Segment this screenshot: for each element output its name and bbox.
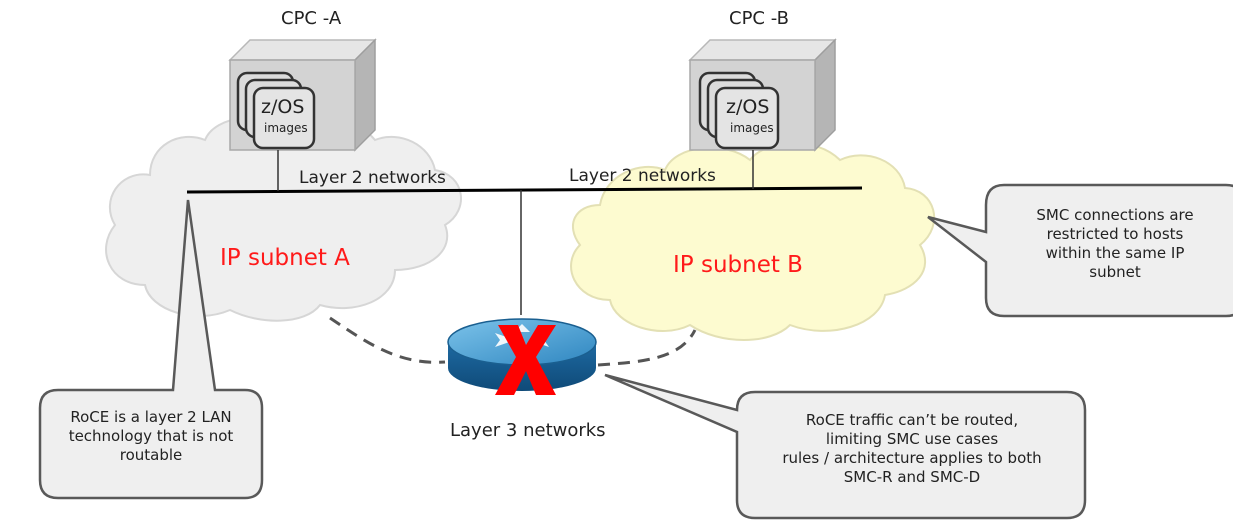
layer2-label-right: Layer 2 networks	[569, 166, 716, 186]
cpc-a-os-sub: images	[264, 121, 308, 135]
cpc-a-os-label: z/OS	[261, 96, 305, 118]
subnet-b-label: IP subnet B	[673, 252, 803, 278]
callout-line: subnet	[1089, 263, 1141, 281]
dashed-link-a	[329, 316, 446, 364]
callout-line: rules / architecture applies to both	[782, 449, 1042, 467]
callout-roce-l2-text: RoCE is a layer 2 LAN technology that is…	[42, 408, 260, 465]
layer2-network-line	[186, 150, 863, 315]
subnet-a-label: IP subnet A	[220, 245, 350, 271]
callout-line: RoCE is a layer 2 LAN	[70, 408, 232, 426]
cpc-a-title: CPC -A	[281, 8, 342, 29]
callout-line: SMC-R and SMC-D	[843, 468, 981, 486]
callout-line: limiting SMC use cases	[825, 430, 999, 448]
callout-roce-l2	[38, 199, 264, 500]
cpc-b-box	[688, 38, 837, 152]
callout-smc-subnet-text: SMC connections are restricted to hosts …	[990, 206, 1233, 282]
callout-line: routable	[119, 446, 183, 464]
cpc-b-os-sub: images	[730, 121, 774, 135]
callout-roce-routing-text: RoCE traffic can’t be routed, limiting S…	[742, 411, 1082, 487]
callout-smc-subnet	[927, 183, 1233, 318]
dashed-link-b	[597, 329, 697, 367]
callout-roce-routing	[604, 373, 1087, 520]
layer3-label: Layer 3 networks	[450, 420, 606, 441]
layer2-label-left: Layer 2 networks	[299, 168, 446, 188]
callout-line: restricted to hosts	[1046, 225, 1184, 243]
cpc-a-box	[228, 38, 377, 152]
cloud-subnet-b	[570, 142, 936, 341]
callout-line: within the same IP	[1045, 244, 1185, 262]
cpc-b-os-label: z/OS	[726, 96, 770, 118]
x-mark-icon	[495, 325, 556, 395]
callout-line: RoCE traffic can’t be routed,	[805, 411, 1019, 429]
callout-line: SMC connections are	[1036, 206, 1194, 224]
cpc-b-title: CPC -B	[729, 8, 789, 29]
callout-line: technology that is not	[68, 427, 234, 445]
